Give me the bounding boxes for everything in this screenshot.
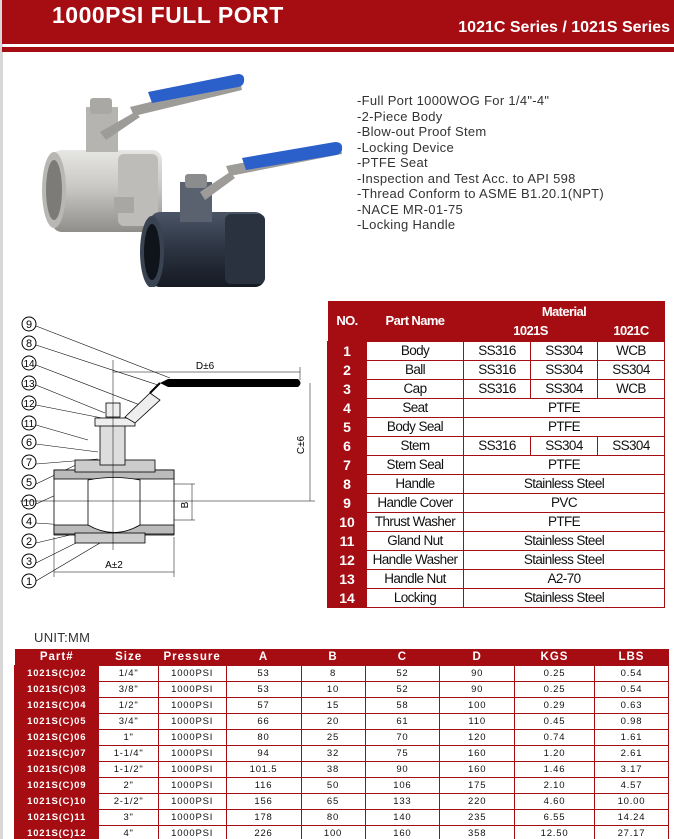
col-no: NO. <box>327 301 367 341</box>
callout-12: 12 <box>21 395 37 411</box>
carbon-steel-valve-icon <box>140 142 343 287</box>
series-subtitle: 1021C Series / 1021S Series <box>458 19 670 36</box>
feature-item: -Blow-out Proof Stem <box>357 124 487 139</box>
header-rule <box>2 47 674 52</box>
svg-text:9: 9 <box>26 319 32 331</box>
unit-label: UNIT:MM <box>34 630 91 645</box>
callout-3: 3 <box>21 553 37 569</box>
dim-d-label: D±6 <box>196 361 215 372</box>
col-c: C <box>365 649 440 665</box>
feature-item: -Full Port 1000WOG For 1/4"-4" <box>357 93 550 108</box>
col-series-1021s: 1021S <box>463 321 598 341</box>
col-d: D <box>439 649 515 665</box>
callout-2: 2 <box>21 533 37 549</box>
feature-item: -NACE MR-01-75 <box>357 201 464 217</box>
callout-1: 1 <box>21 573 37 589</box>
callout-11: 11 <box>21 415 37 431</box>
feature-item: -Inspection and Test Acc. to API 598 <box>357 170 576 186</box>
col-lbs: LBS <box>594 649 669 665</box>
svg-text:10: 10 <box>23 498 35 509</box>
col-pressure: Pressure <box>158 649 227 665</box>
callout-9: 9 <box>21 316 37 332</box>
callout-13: 13 <box>21 375 37 391</box>
svg-text:5: 5 <box>26 477 32 489</box>
callout-10: 10 <box>21 494 37 510</box>
page-left-edge <box>0 0 3 839</box>
feature-item: -Locking Device <box>357 139 454 155</box>
col-kgs: KGS <box>514 649 595 665</box>
col-part-number: Part# <box>14 649 99 665</box>
technical-drawing: 9 8 14 13 12 11 6 7 5 10 4 2 3 1 <box>20 316 315 589</box>
feature-item: -PTFE Seat <box>357 155 428 170</box>
svg-text:13: 13 <box>23 379 35 390</box>
col-part-name: Part Name <box>366 301 464 341</box>
col-b: B <box>301 649 366 665</box>
col-series-1021c: 1021C <box>597 321 665 341</box>
callout-4: 4 <box>21 513 37 529</box>
svg-text:1: 1 <box>26 576 32 588</box>
feature-item: -2-Piece Body <box>357 108 443 124</box>
callout-7: 7 <box>21 454 37 470</box>
svg-text:7: 7 <box>26 457 32 469</box>
dim-c-label: C±6 <box>296 435 307 454</box>
col-material: Material <box>463 301 665 321</box>
callout-6: 6 <box>21 434 37 450</box>
svg-text:2: 2 <box>26 536 32 548</box>
feature-list: -Full Port 1000WOG For 1/4"-4" -2-Piece … <box>357 93 604 233</box>
page-title: 1000PSI FULL PORT <box>52 2 284 28</box>
svg-text:14: 14 <box>23 359 35 370</box>
dimensions-table: Part# Size Pressure A B C D KGS LBS 1021… <box>13 649 670 839</box>
dim-a-label: A±2 <box>105 560 123 571</box>
svg-text:6: 6 <box>26 437 32 449</box>
callout-5: 5 <box>21 474 37 490</box>
callout-8: 8 <box>21 335 37 351</box>
svg-text:3: 3 <box>26 556 32 568</box>
feature-item: -Thread Conform to ASME B1.20.1(NPT) <box>357 186 605 201</box>
svg-text:4: 4 <box>26 516 32 528</box>
svg-text:8: 8 <box>26 338 32 350</box>
product-photo <box>42 74 343 287</box>
svg-text:12: 12 <box>23 399 35 410</box>
col-a: A <box>226 649 301 665</box>
svg-text:11: 11 <box>24 419 35 430</box>
feature-item: -Locking Handle <box>357 217 456 232</box>
callout-14: 14 <box>21 355 37 371</box>
col-size: Size <box>98 649 159 665</box>
header-banner: 1000PSI FULL PORT 1021C Series / 1021S S… <box>2 0 674 44</box>
dim-b-label: B <box>180 501 191 508</box>
stainless-valve-icon <box>42 74 245 232</box>
